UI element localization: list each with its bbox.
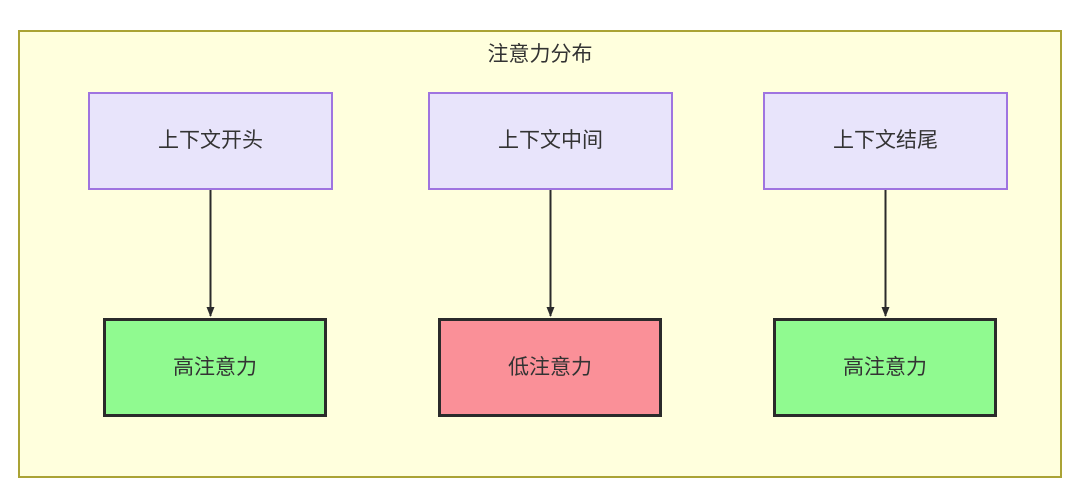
node-context-start[interactable]: 上下文开头	[88, 92, 333, 190]
node-attention-start-label: 高注意力	[173, 355, 257, 379]
node-context-middle[interactable]: 上下文中间	[428, 92, 673, 190]
node-context-end-label: 上下文结尾	[833, 129, 938, 152]
node-attention-start[interactable]: 高注意力	[103, 318, 327, 417]
node-attention-end[interactable]: 高注意力	[773, 318, 997, 417]
node-attention-middle-label: 低注意力	[508, 355, 592, 379]
node-attention-end-label: 高注意力	[843, 355, 927, 379]
node-context-start-label: 上下文开头	[158, 129, 263, 152]
node-attention-middle[interactable]: 低注意力	[438, 318, 662, 417]
node-context-end[interactable]: 上下文结尾	[763, 92, 1008, 190]
node-context-middle-label: 上下文中间	[498, 129, 603, 152]
subgraph-title: 注意力分布	[487, 43, 593, 66]
